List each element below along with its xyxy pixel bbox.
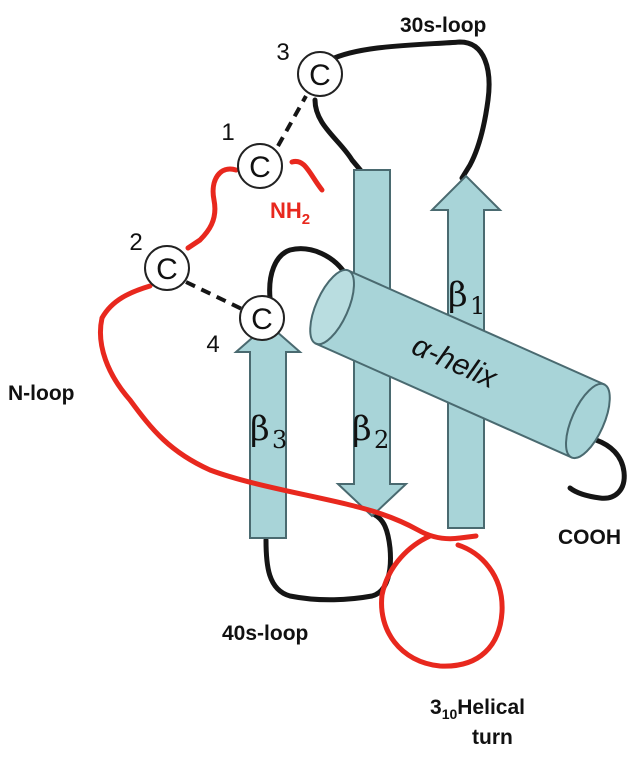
- n-loop-line: [97, 158, 479, 542]
- svg-text:C: C: [309, 59, 331, 92]
- n-loop-label: N-loop: [8, 382, 74, 405]
- svg-text:C: C: [156, 253, 178, 286]
- loop-30s-label: 30s-loop: [400, 14, 486, 37]
- svg-text:1: 1: [470, 292, 485, 320]
- cysteine-4-number: 4: [206, 331, 219, 358]
- loop-40s-label: 40s-loop: [222, 622, 308, 645]
- svg-text:β: β: [250, 409, 270, 449]
- helical-turn-label-line2: turn: [472, 726, 513, 749]
- beta1-label: β 1: [448, 275, 485, 320]
- cooh-label: COOH: [558, 526, 621, 549]
- svg-text:β: β: [448, 275, 468, 315]
- svg-text:C: C: [251, 303, 273, 336]
- svg-text:3: 3: [272, 426, 287, 454]
- loop-c4-to-helix: [267, 246, 351, 301]
- svg-text:C: C: [249, 151, 271, 184]
- cysteine-1-number: 1: [221, 119, 234, 146]
- loop-40s-line: [263, 512, 393, 603]
- disulfide-bond-2-4: [185, 280, 245, 312]
- cysteine-4: C 4: [206, 295, 285, 358]
- cysteine-3-number: 3: [276, 39, 289, 66]
- svg-text:β: β: [352, 409, 372, 449]
- cysteine-3: C 3: [276, 39, 343, 97]
- beta2-label: β 2: [352, 409, 389, 454]
- helical-turn-label-line1: 310Helical: [430, 696, 525, 722]
- cysteine-2: C 2: [129, 229, 190, 291]
- nh2-label: NH2: [270, 198, 310, 228]
- cysteine-1: C 1: [221, 119, 283, 189]
- beta3-label: β 3: [250, 409, 287, 454]
- loop-c3-to-beta2: [312, 97, 365, 175]
- svg-text:2: 2: [374, 426, 389, 454]
- alpha-helix-cylinder: α-helix: [309, 268, 611, 460]
- helical-turn-line: [379, 533, 505, 669]
- loop-cooh-line: [567, 437, 627, 501]
- disulfide-bond-1-3: [276, 95, 308, 147]
- cysteine-2-number: 2: [129, 229, 142, 256]
- loop-30s-line: [327, 39, 492, 181]
